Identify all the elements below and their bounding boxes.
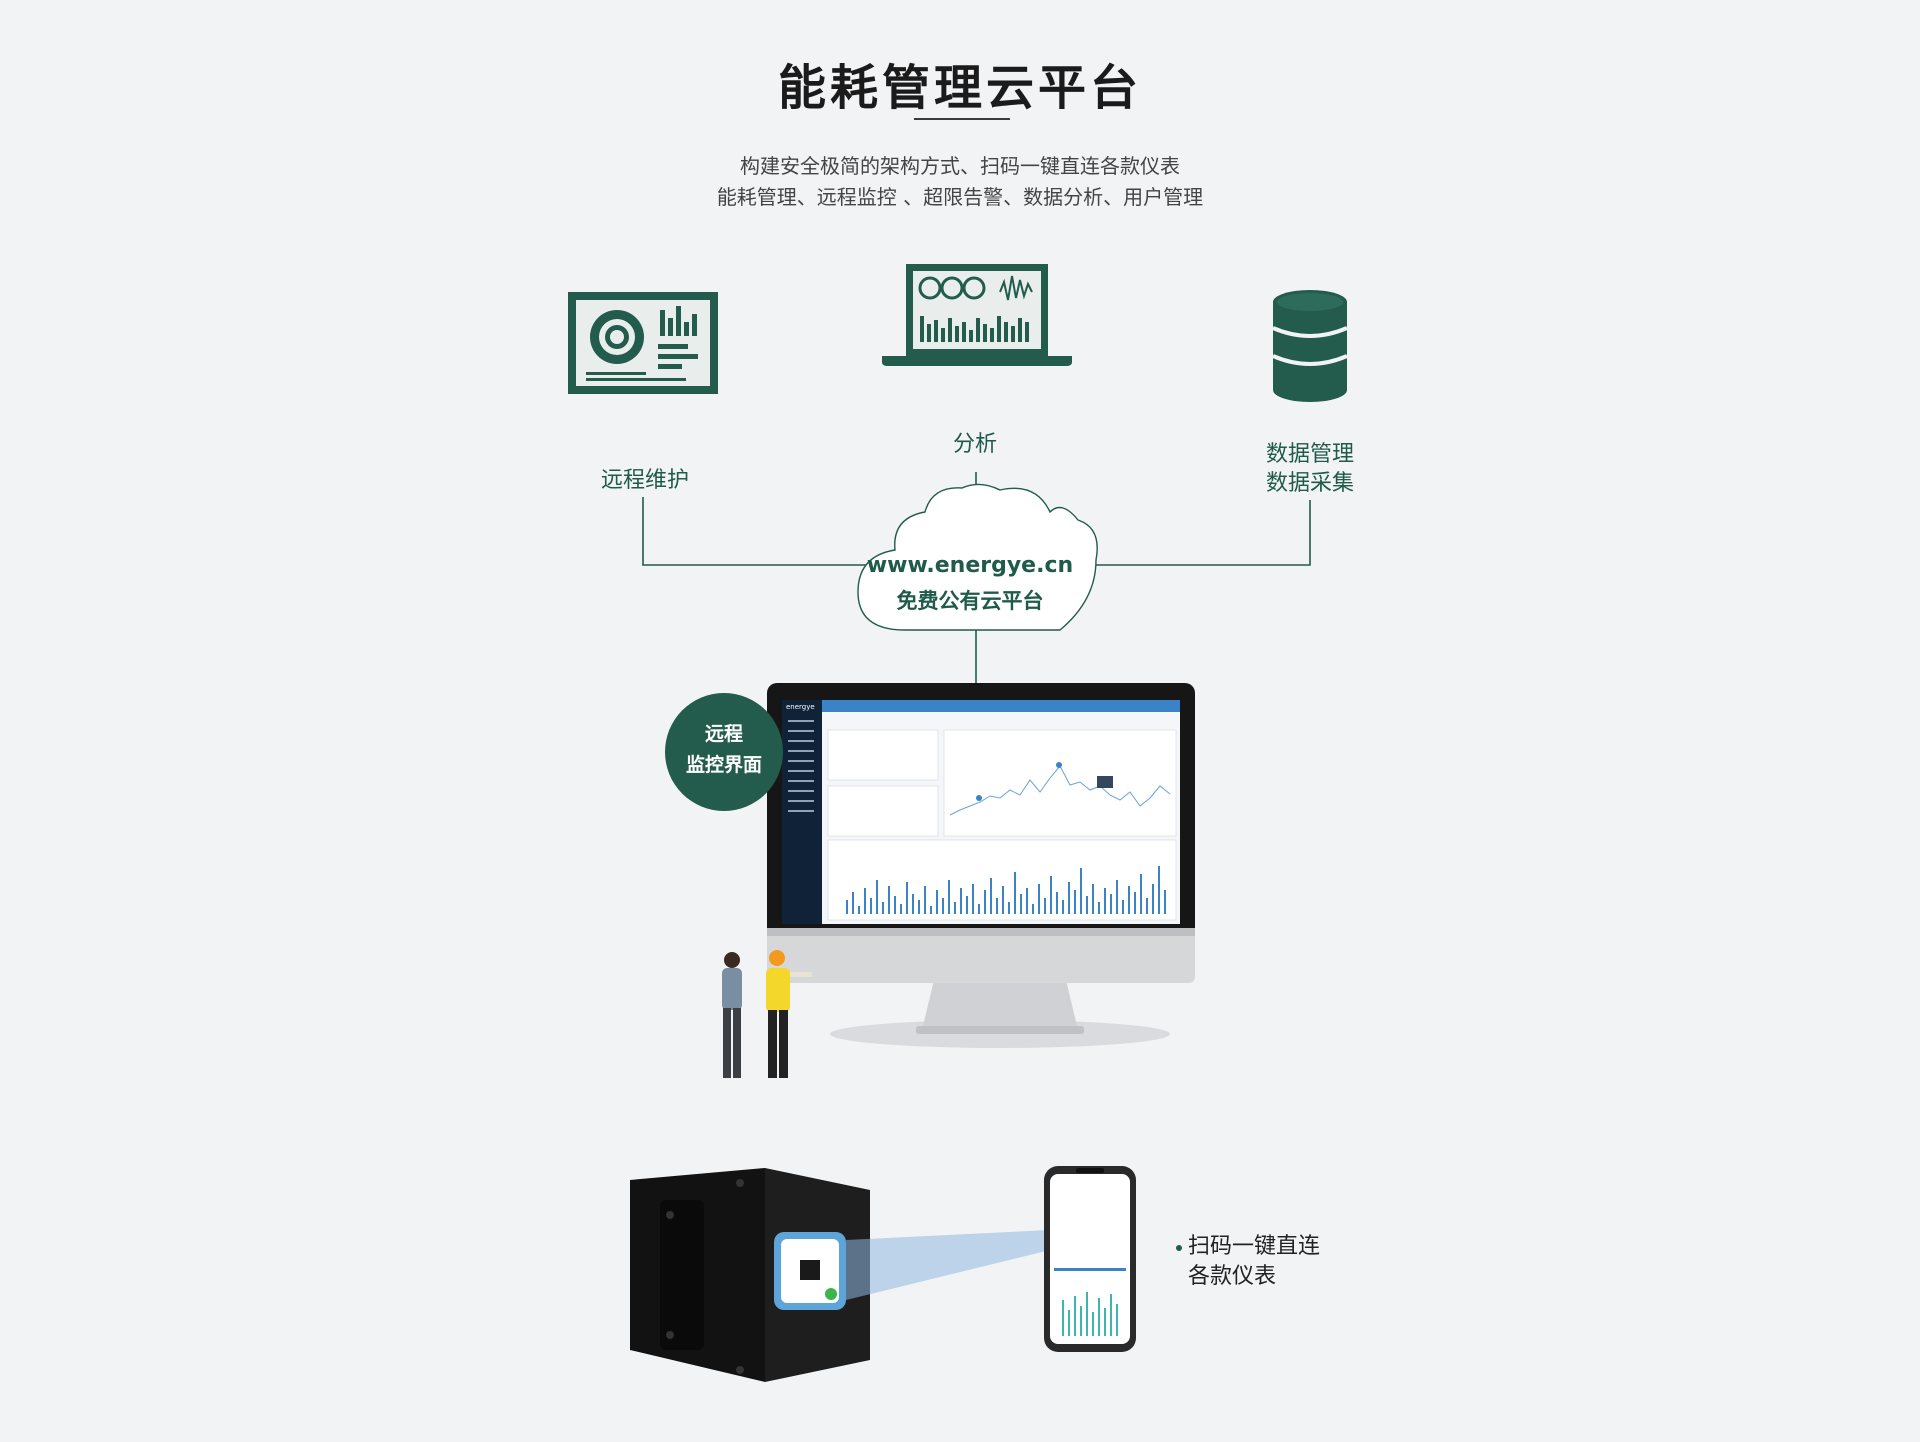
scan-beam xyxy=(846,1230,1050,1300)
monitor-brand: energye xyxy=(786,703,815,711)
connector-lines xyxy=(642,472,1311,688)
cloud-url: www.energye.cn xyxy=(866,553,1074,578)
qr-code-icon xyxy=(800,1260,820,1280)
badge-line-2: 监控界面 xyxy=(685,754,762,776)
scan-line-1: 扫码一键直连 xyxy=(1188,1234,1321,1259)
monitor-bars xyxy=(846,866,1166,914)
remote-monitoring-badge: 远程 监控界面 xyxy=(665,693,783,811)
monitor-illustration: energye xyxy=(767,683,1195,1048)
phone-illustration xyxy=(1044,1166,1136,1352)
dashboard-icon xyxy=(568,292,718,394)
badge-line-1: 远程 xyxy=(704,723,743,745)
subtitle-line-2: 能耗管理、远程监控 、超限告警、数据分析、用户管理 xyxy=(716,185,1204,209)
cloud-shape xyxy=(857,483,1098,631)
meter-device xyxy=(630,1168,870,1382)
laptop-icon xyxy=(882,264,1072,366)
database-icon xyxy=(1272,290,1348,402)
label-analysis: 分析 xyxy=(952,432,997,457)
cloud-label: 免费公有云平台 xyxy=(896,589,1044,613)
bullet-dot xyxy=(1176,1245,1182,1251)
scan-connect-label: 扫码一键直连 各款仪表 xyxy=(1176,1232,1321,1292)
subtitle-line-1: 构建安全极简的架构方式、扫码一键直连各款仪表 xyxy=(740,154,1180,178)
scan-line-2: 各款仪表 xyxy=(1188,1264,1277,1289)
label-data-management: 数据管理 xyxy=(1265,442,1354,467)
label-data-collection: 数据采集 xyxy=(1265,471,1354,496)
people-illustration xyxy=(722,950,812,1078)
page-title: 能耗管理云平台 xyxy=(777,60,1142,116)
label-remote-maintenance: 远程维护 xyxy=(600,468,689,493)
title-divider xyxy=(914,118,1010,120)
